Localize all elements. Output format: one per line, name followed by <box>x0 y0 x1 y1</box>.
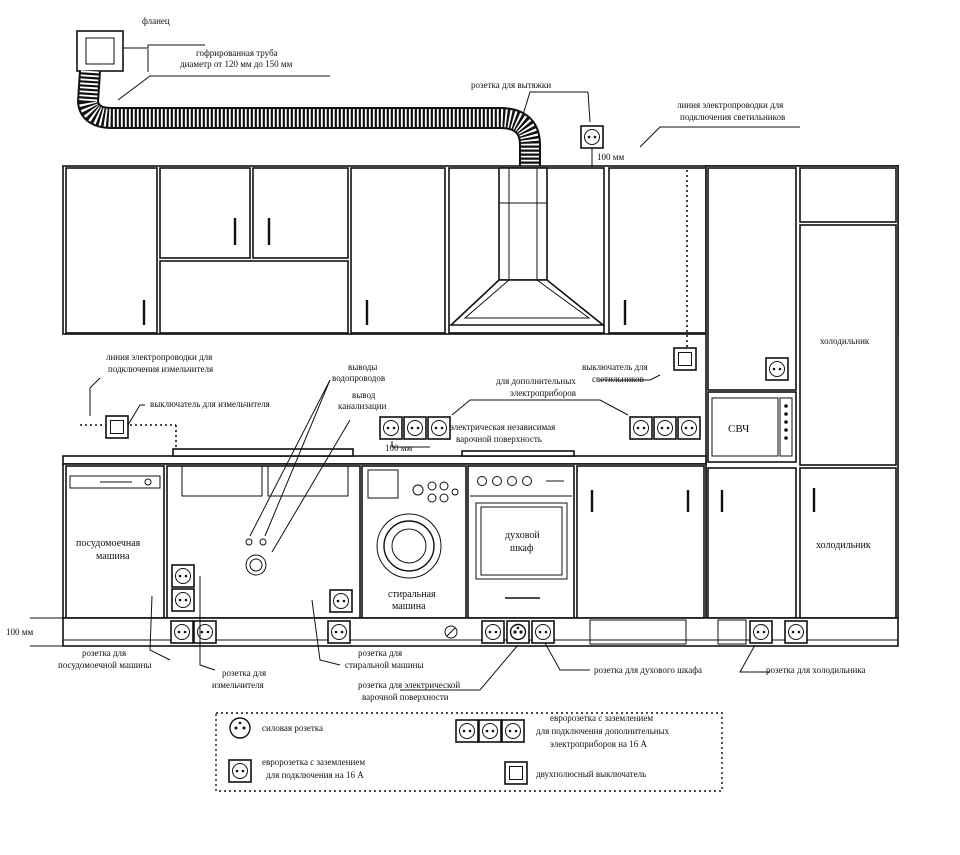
legend-switch-icon <box>504 761 528 785</box>
grinder-line-label-1: линия электропроводки для <box>106 352 212 362</box>
grinder-socket-leader <box>199 576 216 671</box>
oven-label-2: шкаф <box>510 543 534 554</box>
grinder-switch-icon <box>105 415 129 439</box>
corrugated-pipe <box>77 70 541 168</box>
legend-triple-label-2: для подключения дополнительных <box>536 726 670 736</box>
legend-single-label-1: евророзетка с заземлением <box>262 757 365 767</box>
legend-triple-label-3: электроприборов на 16 А <box>550 739 648 749</box>
washing-machine <box>361 465 467 619</box>
sewer-label-1: вывод <box>352 390 376 400</box>
fridge-socket-label: розетка для холодильника <box>766 665 866 675</box>
grinder-socket-label-1: розетка для <box>222 668 266 678</box>
hood-socket-label: розетка для вытяжки <box>471 80 551 90</box>
water-outlets-label-1: выводы <box>348 362 377 372</box>
washer-socket-label-2: стиральной машины <box>345 660 424 670</box>
appliances-label-2: электроприборов <box>510 388 576 398</box>
pipe-label-1: гофрированная труба <box>196 48 278 58</box>
flange-label: фланец <box>142 16 170 26</box>
countertop <box>62 448 707 465</box>
light-line-leader <box>639 126 800 148</box>
dishwasher-socket-icons <box>170 620 217 644</box>
hood-socket-icon <box>580 125 604 149</box>
washer-socket-upper-icon <box>329 589 353 613</box>
washer-socket-leader <box>311 599 341 666</box>
water-outlets-leader-2 <box>264 379 331 537</box>
legend-single-label-2: для подключения на 16 А <box>266 770 364 780</box>
washer-socket-label-1: розетка для <box>358 648 402 658</box>
legend-triple-label-1: евророзетка с заземлением <box>550 713 653 723</box>
fridge-lower-label: холодильник <box>816 540 871 551</box>
sewer-label-2: канализации <box>338 401 387 411</box>
cooktop-label-2: варочной поверхность <box>456 434 542 444</box>
legend: силовая розетка евророзетка с заземление… <box>215 712 723 792</box>
appliance-sockets-leader <box>451 399 629 416</box>
cooktop-socket-label-1: розетка для электрической <box>358 680 460 690</box>
legend-single-socket-icon <box>228 759 252 783</box>
grinder-switch-label: выключатель для измельчителя <box>150 399 270 409</box>
fridge-upper-label: холодильник <box>820 336 870 346</box>
light-switch-icon <box>673 347 697 371</box>
legend-power-socket-icon <box>229 717 251 739</box>
dish-socket-label-2: посудомоечной машины <box>58 660 151 670</box>
washer-label-1: стиральная <box>388 589 436 600</box>
grinder-line-label-2: подключения измельчителя <box>108 364 213 374</box>
water-outlets-label-2: водопроводов <box>332 373 385 383</box>
light-switch-leader <box>600 374 661 381</box>
dishwasher-label-1: посудомоечная <box>76 538 141 549</box>
pipe-label-2: диаметр от 120 мм до 150 мм <box>180 59 293 69</box>
dishwasher-label-2: машина <box>96 551 130 562</box>
legend-switch-label: двухполюсный выключатель <box>536 769 646 779</box>
hood-socket-leader-start <box>521 91 588 119</box>
appliances-label-1: для дополнительных <box>496 376 576 386</box>
dim-100-mid-line <box>391 441 430 448</box>
hood-socket-leader <box>587 91 591 123</box>
grinder-switch-leader <box>127 404 145 426</box>
flange-leader <box>123 44 205 49</box>
triple-socket-right <box>629 416 701 440</box>
cooktop-socket-leader <box>400 644 519 691</box>
flange <box>76 30 124 72</box>
microwave <box>707 391 797 463</box>
oven-cooktop-socket-icons <box>481 620 555 644</box>
light-switch-label-2: светильников <box>592 374 644 384</box>
washer-label-2: машина <box>392 601 426 612</box>
light-line-label-1: линия электропроводки для <box>677 100 783 110</box>
dim-100-floor-label: 100 мм <box>6 627 33 637</box>
light-switch-label-1: выключатель для <box>582 362 648 372</box>
water-outlets-leader-1 <box>249 379 331 537</box>
dish-socket-label-1: розетка для <box>82 648 126 658</box>
fridge-socket-leader <box>739 644 770 673</box>
dim-100-top-label: 100 мм <box>597 152 624 162</box>
water-pipes <box>245 538 267 576</box>
microwave-label: СВЧ <box>728 423 749 435</box>
oven-socket-leader <box>544 642 590 671</box>
grinder-socket-label-2: измельчителя <box>212 680 264 690</box>
oven <box>467 465 575 619</box>
fridge-wall-socket-icon <box>765 357 789 381</box>
range-hood <box>448 167 606 326</box>
washer-socket-icon <box>327 620 351 644</box>
oven-socket-label: розетка для духового шкафа <box>594 665 702 675</box>
dish-socket-leader <box>149 595 171 661</box>
legend-power-label: силовая розетка <box>262 723 323 733</box>
triple-socket-left <box>379 416 451 440</box>
oven-label-1: духовой <box>505 530 540 541</box>
light-line-label-2: подключения светильников <box>680 112 785 122</box>
tall-unit <box>705 165 899 619</box>
cooktop-socket-label-2: варочной поверхности <box>362 692 449 702</box>
cooktop-label-1: электрическая независимая <box>450 422 555 432</box>
dim-100-mid-label: 100 мм <box>385 443 412 453</box>
sewer-leader <box>271 419 351 553</box>
pipe-leader <box>117 75 330 101</box>
legend-triple-socket-icon <box>455 719 525 743</box>
grinder-line-leader <box>89 377 101 416</box>
